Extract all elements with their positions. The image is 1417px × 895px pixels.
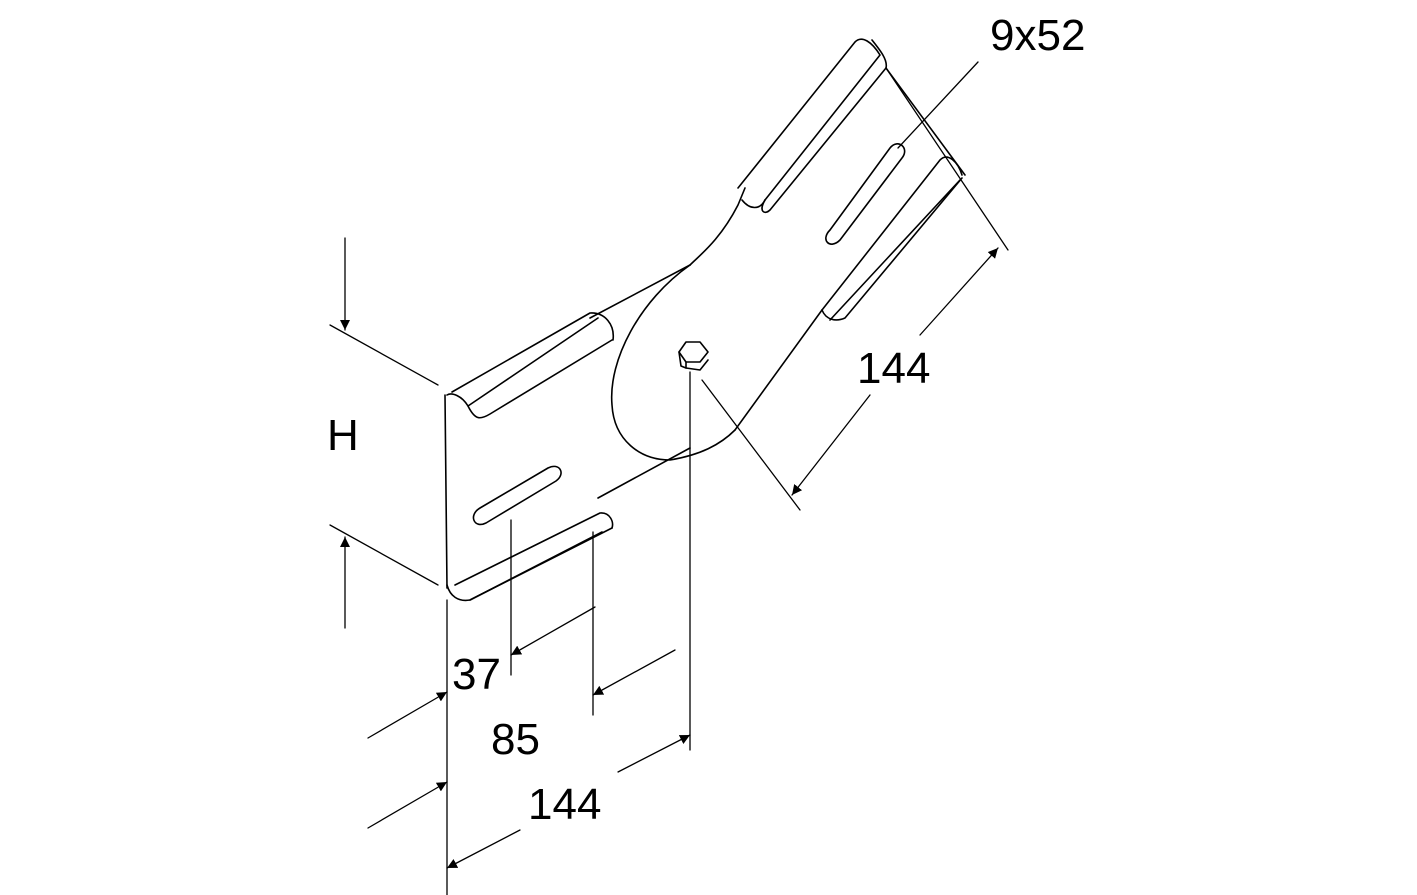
slot-size-label: 9x52 xyxy=(990,11,1086,60)
hinge-disc xyxy=(610,187,746,461)
bottom-length-label: 144 xyxy=(528,780,602,829)
right-plate xyxy=(734,38,966,431)
dimension-lines xyxy=(329,61,1009,895)
offset-85-label: 85 xyxy=(491,715,540,764)
offset-37-label: 37 xyxy=(452,650,501,699)
right-length-label: 144 xyxy=(857,344,931,393)
left-plate xyxy=(444,264,691,602)
hex-bolt xyxy=(678,341,709,371)
height-label: H xyxy=(327,411,359,460)
